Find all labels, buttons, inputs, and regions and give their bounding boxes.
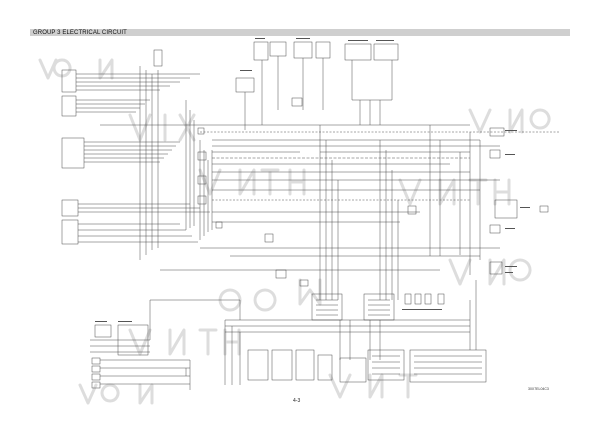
- header-bar: [30, 29, 570, 36]
- connector-bottom-2: [271, 349, 293, 381]
- connector-right-2: [489, 149, 501, 159]
- connector-center-2: [363, 293, 395, 321]
- watermark: [38, 58, 551, 405]
- section-title: GROUP 3 ELECTRICAL CIRCUIT: [33, 29, 127, 36]
- connector-top-2: [253, 41, 269, 61]
- connector-left-5: [61, 219, 79, 245]
- connector-left-2: [61, 95, 77, 117]
- connector-left-1: [61, 69, 77, 93]
- connector-top-6: [344, 43, 372, 61]
- connector-right-6: [539, 205, 549, 213]
- connector-right-4: [489, 224, 501, 234]
- tiny-annotations: [95, 38, 530, 322]
- wiring-harness: [61, 41, 560, 390]
- connector-top-3: [269, 41, 287, 57]
- connector-bottom-4: [317, 354, 333, 381]
- connector-top-7: [373, 43, 399, 61]
- connector-right-5: [489, 261, 503, 275]
- connector-top-1: [235, 77, 255, 93]
- connector-bottom-1: [247, 349, 269, 381]
- connector-bottom-5: [339, 357, 367, 383]
- connector-left-3: [61, 137, 85, 169]
- drawing-code: 30X7EL04C3: [528, 387, 549, 391]
- connector-left-4: [61, 199, 79, 217]
- connector-top-5: [315, 41, 331, 59]
- bottom-right-block: [409, 349, 487, 383]
- connector-top-left: [153, 49, 163, 67]
- connector-right-3: [494, 199, 518, 219]
- page-number: 4-3: [293, 398, 301, 404]
- connector-bottom-6: [367, 349, 405, 381]
- connector-top-4: [293, 41, 313, 59]
- connector-bottom-3: [295, 349, 315, 381]
- connector-right-1: [489, 127, 505, 137]
- relay-top: [291, 97, 303, 107]
